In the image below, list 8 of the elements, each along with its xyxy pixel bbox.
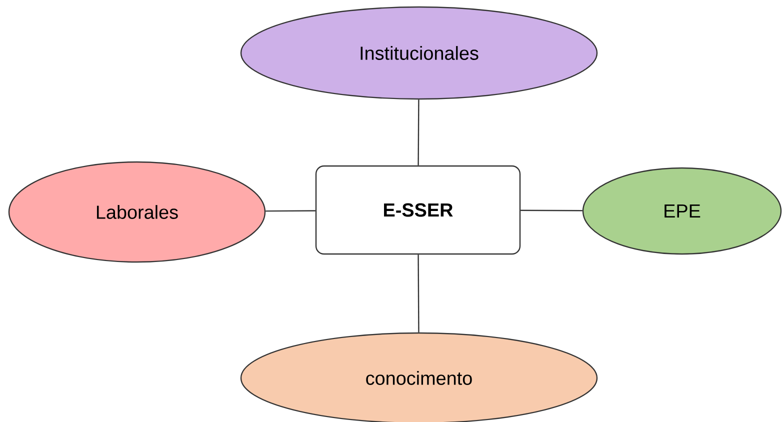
oval-node: Institucionales [240, 6, 598, 100]
oval-node: EPE [582, 167, 782, 255]
center-box: E-SSER [315, 165, 521, 255]
oval-node: Laborales [8, 161, 266, 263]
connector-line [418, 100, 420, 166]
connector-line [520, 210, 582, 212]
connector-line [418, 254, 420, 332]
connector-line [266, 210, 316, 212]
